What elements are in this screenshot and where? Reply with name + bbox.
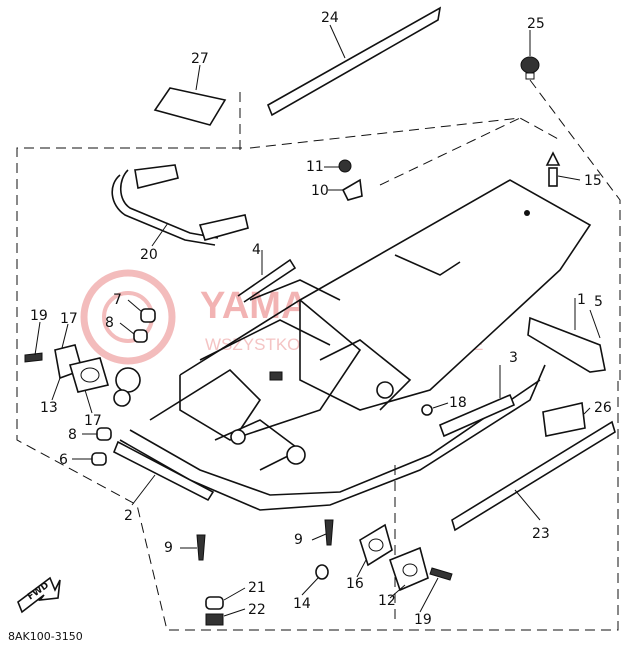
strip-23	[451, 420, 616, 532]
label-26	[542, 402, 586, 437]
bolt-9-left	[196, 534, 206, 561]
callout-20: 20	[140, 247, 158, 263]
callout-22: 22	[248, 602, 266, 618]
bracket-5	[527, 316, 606, 373]
fwd-arrow: FWD	[17, 576, 61, 614]
collar-21	[205, 596, 224, 610]
bolt-15	[545, 151, 561, 187]
watermark-logo	[80, 269, 176, 365]
bolt-19-right	[429, 567, 453, 581]
handle-bar-20	[111, 164, 249, 246]
callout-14: 14	[293, 596, 311, 612]
callout-7: 7	[113, 292, 122, 308]
plates-13-17	[54, 344, 141, 407]
grommet-8-bottom	[96, 427, 112, 441]
callout-16: 16	[346, 576, 364, 592]
callout-23: 23	[532, 526, 550, 542]
washer-18	[421, 404, 433, 416]
callout-18: 18	[449, 395, 467, 411]
callout-8-bottom: 8	[68, 427, 77, 443]
assembly-outline	[16, 79, 621, 631]
main-frame	[119, 179, 592, 511]
callout-17-bottom: 17	[84, 413, 102, 429]
grommet-6	[91, 452, 107, 466]
callout-19-left: 19	[30, 308, 48, 324]
callout-25: 25	[527, 16, 545, 32]
bracket-10	[341, 178, 363, 201]
callout-1: 1	[577, 292, 586, 308]
callout-8-top: 8	[105, 315, 114, 331]
callout-numbers: 1 2 3 4 5 6 7 8 8 9 9 10 11 12 13 14 15 …	[30, 10, 612, 628]
grommet-8-top	[133, 329, 148, 343]
rail-2	[112, 440, 215, 502]
callout-19-right: 19	[414, 612, 432, 628]
rail-3	[438, 393, 516, 438]
callout-9-left: 9	[164, 540, 173, 556]
callout-26: 26	[594, 400, 612, 416]
callout-3: 3	[509, 350, 518, 366]
callout-9-right: 9	[294, 532, 303, 548]
cap-14	[315, 564, 329, 580]
callout-13: 13	[40, 400, 58, 416]
bolt-19-left	[24, 352, 43, 363]
strip-24	[266, 6, 442, 117]
nut-22	[205, 613, 224, 626]
leader-lines	[34, 24, 601, 617]
callout-6: 6	[59, 452, 68, 468]
callout-21: 21	[248, 580, 266, 596]
callout-10: 10	[311, 183, 329, 199]
plug-25	[520, 56, 540, 80]
callout-15: 15	[584, 173, 602, 189]
nut-11	[338, 159, 352, 173]
plate-12	[389, 546, 429, 592]
rail-4	[237, 258, 297, 303]
callout-5: 5	[594, 294, 603, 310]
callout-24: 24	[321, 10, 339, 26]
callout-2: 2	[124, 508, 133, 524]
callout-17-top: 17	[60, 311, 78, 327]
callout-11: 11	[306, 159, 324, 175]
plate-16	[359, 523, 393, 567]
grommet-7	[140, 308, 156, 323]
bolt-9-right	[324, 519, 334, 546]
decal-27	[153, 87, 227, 126]
callout-27: 27	[191, 51, 209, 67]
callout-12: 12	[378, 593, 396, 609]
callout-4: 4	[252, 242, 261, 258]
diagram-code: 8AK100-3150	[8, 630, 83, 643]
